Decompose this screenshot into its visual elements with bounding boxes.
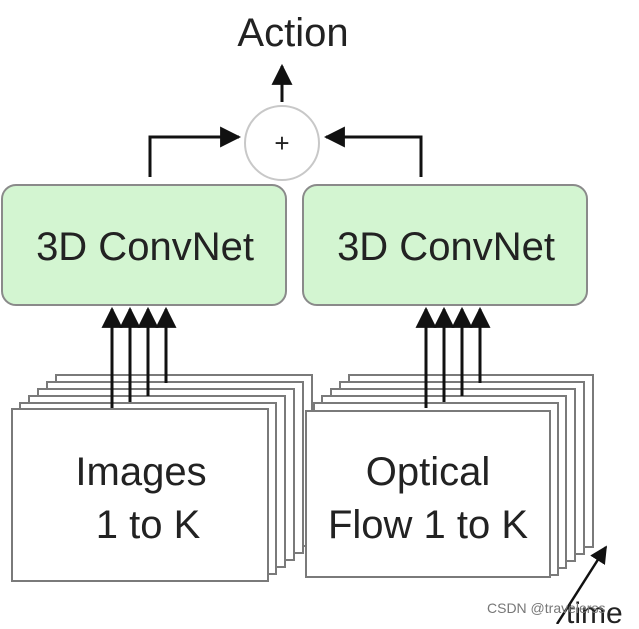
left-frame-stack: Images 1 to K — [11, 374, 313, 582]
sum-symbol: + — [274, 128, 289, 158]
left-stream-to-sum-arrow — [148, 126, 242, 177]
left-convnet-box: 3D ConvNet — [1, 184, 287, 306]
right-front-frame — [305, 410, 551, 578]
right-input-arrows — [415, 306, 491, 408]
time-axis-arrow — [555, 545, 608, 625]
right-stream-to-sum-arrow — [323, 126, 423, 177]
action-label: Action — [237, 11, 348, 55]
right-input-line2: Flow 1 to K — [328, 503, 528, 547]
left-front-frame — [11, 408, 269, 582]
left-input-line2: 1 to K — [96, 503, 201, 547]
right-convnet-label: 3D ConvNet — [337, 225, 555, 269]
left-input-arrows — [101, 306, 177, 408]
left-convnet-label: 3D ConvNet — [36, 225, 254, 269]
left-input-line1: Images — [75, 450, 206, 494]
watermark-text: CSDN @travelerss — [487, 600, 605, 616]
right-frame-stack: Optical Flow 1 to K — [305, 374, 594, 578]
sum-node: + — [244, 105, 320, 181]
right-convnet-box: 3D ConvNet — [302, 184, 588, 306]
right-input-line1: Optical — [366, 450, 491, 494]
